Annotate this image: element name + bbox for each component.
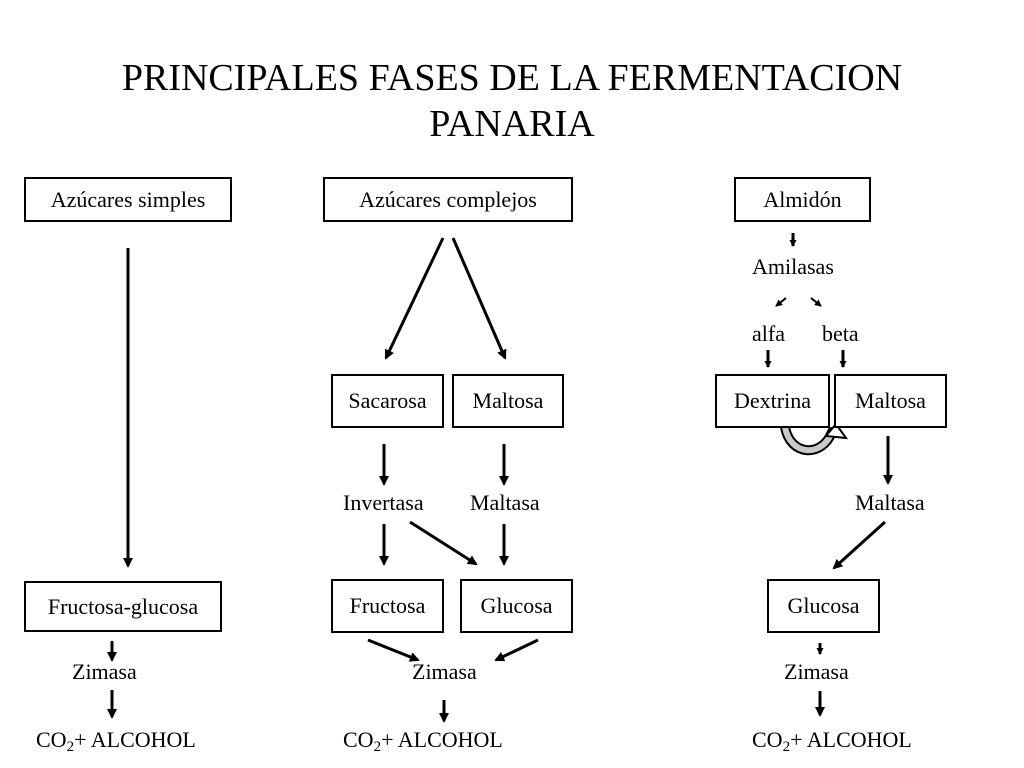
label-maltasa-2: Maltasa xyxy=(470,490,540,515)
arrow-amilasas-to-beta xyxy=(810,297,822,307)
label-zimasa-3: Zimasa xyxy=(784,659,849,684)
box-maltosa: Maltosa xyxy=(452,374,564,428)
box-fructosa: Fructosa xyxy=(331,579,444,633)
box-sacarosa: Sacarosa xyxy=(331,374,444,428)
diagram-title-line-2: PANARIA xyxy=(429,103,595,145)
arrow-complejos-to-sacarosa xyxy=(384,237,445,360)
label-invertasa: Invertasa xyxy=(343,490,424,515)
label-output-2: CO2+ ALCOHOL xyxy=(343,727,503,755)
label-maltasa-3: Maltasa xyxy=(855,490,925,515)
arrow-amilasas-to-alfa xyxy=(775,297,787,307)
box-dextrina: Dextrina xyxy=(715,374,830,428)
label-output-1: CO2+ ALCOHOL xyxy=(36,727,196,755)
arrow-glucosa-to-zimasa xyxy=(494,638,539,662)
box-glucosa-2: Glucosa xyxy=(460,579,573,633)
curved-arrow-dextrina-to-maltosa xyxy=(780,422,849,456)
label-beta: beta xyxy=(822,321,859,346)
box-azucares-complejos: Azúcares complejos xyxy=(323,177,573,222)
arrow-maltasa-to-glucosa-3 xyxy=(832,520,887,570)
box-glucosa-3: Glucosa xyxy=(767,579,880,633)
box-almidon: Almidón xyxy=(734,177,871,222)
arrow-fructosa-to-zimasa xyxy=(367,638,420,662)
box-fructosa-glucosa: Fructosa-glucosa xyxy=(24,581,222,632)
label-amilasas: Amilasas xyxy=(752,254,834,279)
label-output-3: CO2+ ALCOHOL xyxy=(752,727,912,755)
box-maltosa-3: Maltosa xyxy=(834,374,947,428)
arrow-invertasa-to-glucosa xyxy=(409,520,478,566)
arrow-complejos-to-maltosa xyxy=(451,237,507,360)
label-zimasa-1: Zimasa xyxy=(72,659,137,684)
box-azucares-simples: Azúcares simples xyxy=(24,177,232,222)
diagram-title-line-1: PRINCIPALES FASES DE LA FERMENTACION xyxy=(121,57,903,99)
label-zimasa-2: Zimasa xyxy=(412,659,477,684)
label-alfa: alfa xyxy=(752,321,785,346)
